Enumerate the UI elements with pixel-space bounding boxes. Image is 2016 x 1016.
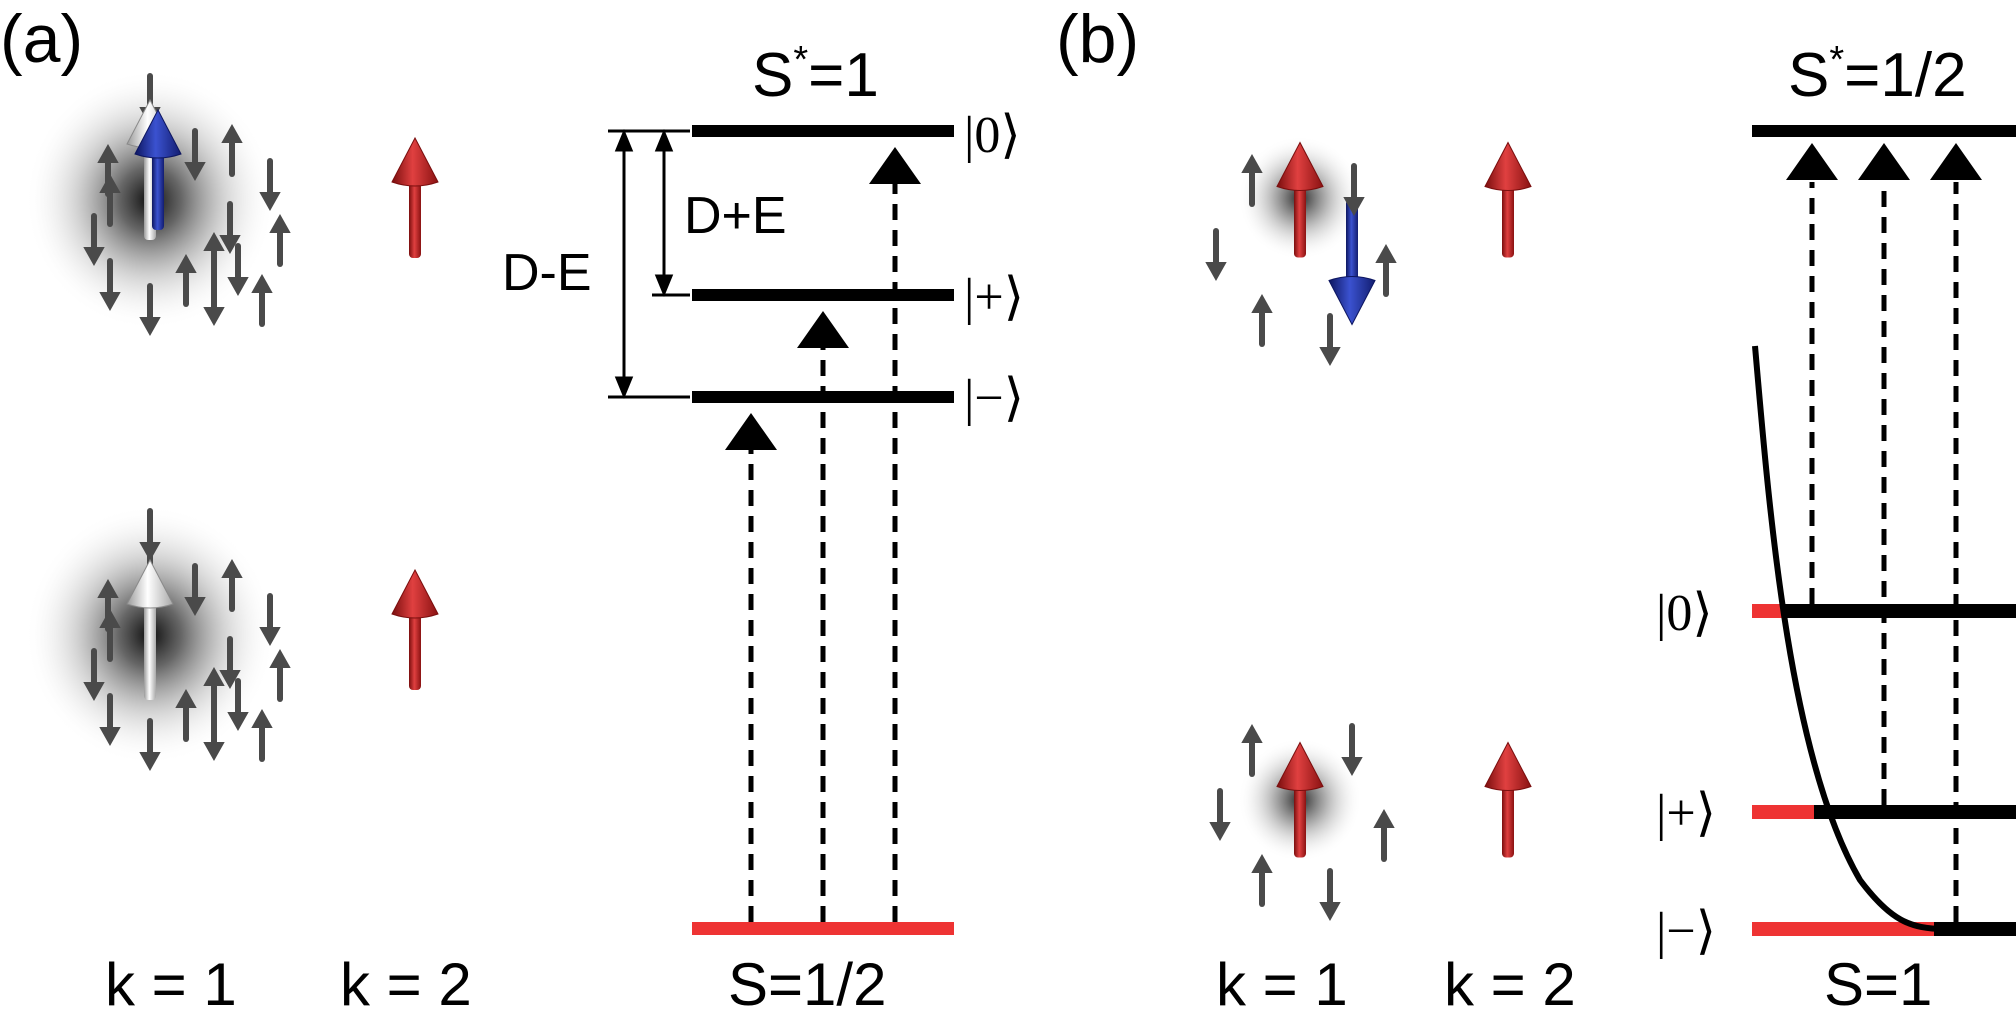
- bath-spin-icon: [1319, 313, 1341, 367]
- blue-spin-icon: [134, 108, 182, 230]
- red-spin-icon: [1484, 141, 1532, 258]
- bath-spin-icon: [219, 201, 241, 255]
- state-0-label: |0⟩: [964, 107, 1021, 164]
- level-plus-red: [1752, 805, 1814, 819]
- transition-arrowheads: [1786, 143, 1982, 180]
- bath-spin-icon: [1241, 153, 1263, 207]
- state-plus-label: |+⟩: [964, 269, 1024, 326]
- excited-level: [1752, 125, 2016, 137]
- bath-spins: [83, 508, 291, 772]
- state-minus-label: |−⟩: [964, 370, 1024, 427]
- spin-cluster-b-top: [1238, 136, 1376, 326]
- bath-spin-icon: [99, 608, 121, 662]
- bath-spin-icon: [251, 273, 273, 327]
- gap-large-label: D-E: [502, 244, 592, 302]
- state-plus-label: |+⟩: [1656, 785, 1716, 842]
- transitions-b: [1809, 182, 1959, 922]
- ground-manifold-label: S=1/2: [728, 951, 886, 1016]
- bath-spin-icon: [221, 558, 243, 612]
- level-plus: [1814, 805, 2016, 819]
- potential-curve: [1752, 345, 1946, 932]
- bath-spin-icon: [269, 648, 291, 702]
- bath-spin-icon: [99, 173, 121, 227]
- bath-spin-icon: [259, 593, 281, 647]
- bath-spin-icon: [1241, 723, 1263, 777]
- panel-b-label: (b): [1056, 1, 1139, 77]
- bath-spin-icon: [139, 718, 161, 772]
- red-spin-icon: [1484, 741, 1532, 858]
- ground-manifold-label: S=1: [1824, 951, 1932, 1016]
- bath-spin-icon: [203, 231, 225, 285]
- bath-spin-icon: [1375, 243, 1397, 297]
- level-plus: [692, 289, 954, 301]
- excited-manifold-label: S*=1: [752, 39, 879, 110]
- bath-spin-icon: [219, 636, 241, 690]
- blue-spin-icon: [1328, 199, 1376, 326]
- levels-b: S*=1/2 |0⟩ |+⟩ |−⟩ S=1: [1656, 39, 2016, 1016]
- bath-spin-icon: [139, 508, 161, 562]
- k2-label: k = 2: [340, 951, 472, 1016]
- level-0: [1784, 604, 2016, 618]
- bath-spin-icon: [175, 253, 197, 307]
- bath-spin-icon: [1341, 723, 1363, 777]
- k2-label: k = 2: [1444, 951, 1576, 1016]
- bath-spin-icon: [227, 678, 249, 732]
- red-spin-icon: [1276, 141, 1324, 258]
- state-minus-label: |−⟩: [1656, 903, 1716, 960]
- bath-spin-icon: [1319, 868, 1341, 922]
- k1-label: k = 1: [1216, 951, 1348, 1016]
- panel-a-label: (a): [0, 1, 83, 77]
- panel-b: (b) k = 1 k = 2 S*=1/2 |0⟩: [1056, 1, 2016, 1016]
- bath-spin-icon: [175, 688, 197, 742]
- k1-label: k = 1: [105, 951, 237, 1016]
- bath-spin-icon: [1205, 228, 1227, 282]
- transitions-a: [748, 180, 898, 922]
- bath-spin-icon: [269, 213, 291, 267]
- red-spin-icon: [1276, 741, 1324, 858]
- bath-spin-icon: [1251, 853, 1273, 907]
- bath-spin-icon: [251, 708, 273, 762]
- white-spin-icon: [126, 558, 174, 700]
- level-minus-red: [1752, 922, 1934, 936]
- bath-spin-icon: [184, 128, 206, 182]
- bath-spin-icon: [221, 123, 243, 177]
- level-minus: [1934, 922, 2016, 936]
- gap-small-label: D+E: [684, 187, 787, 245]
- panel-a: (a) k = 1 k = 2 S*=1 |0⟩ |+⟩ |−⟩: [0, 1, 1024, 1016]
- bath-spins: [83, 73, 291, 337]
- transition-arrowheads: [725, 147, 921, 450]
- bath-spin-icon: [1373, 808, 1395, 862]
- red-spin-icon: [391, 136, 439, 258]
- red-spin-icon: [391, 568, 439, 690]
- bath-spins: [1205, 153, 1397, 922]
- bath-spin-icon: [184, 563, 206, 617]
- excited-manifold-label: S*=1/2: [1788, 39, 1967, 110]
- spin-cluster-a-top: [25, 70, 291, 337]
- bath-spin-icon: [83, 213, 105, 267]
- levels-a: S*=1 |0⟩ |+⟩ |−⟩ S=1/2 D-E D+E: [502, 39, 1024, 1016]
- ground-level: [692, 922, 954, 935]
- bath-spin-icon: [203, 666, 225, 720]
- bath-spin-icon: [99, 693, 121, 747]
- bath-spin-icon: [139, 283, 161, 337]
- bath-spin-icon: [259, 158, 281, 212]
- spin-cluster-a-bottom: [25, 505, 291, 772]
- level-0-red: [1752, 604, 1784, 618]
- bath-spin-icon: [1209, 788, 1231, 842]
- bath-spin-icon: [99, 258, 121, 312]
- bath-spin-icon: [227, 243, 249, 297]
- bath-spin-icon: [1251, 293, 1273, 347]
- bath-spin-icon: [83, 648, 105, 702]
- gap-annotations: [608, 129, 690, 399]
- level-0: [692, 125, 954, 137]
- spin-cluster-b-bottom: [1238, 738, 1362, 862]
- state-0-label: |0⟩: [1656, 585, 1713, 642]
- bath-spin-icon: [1343, 163, 1365, 217]
